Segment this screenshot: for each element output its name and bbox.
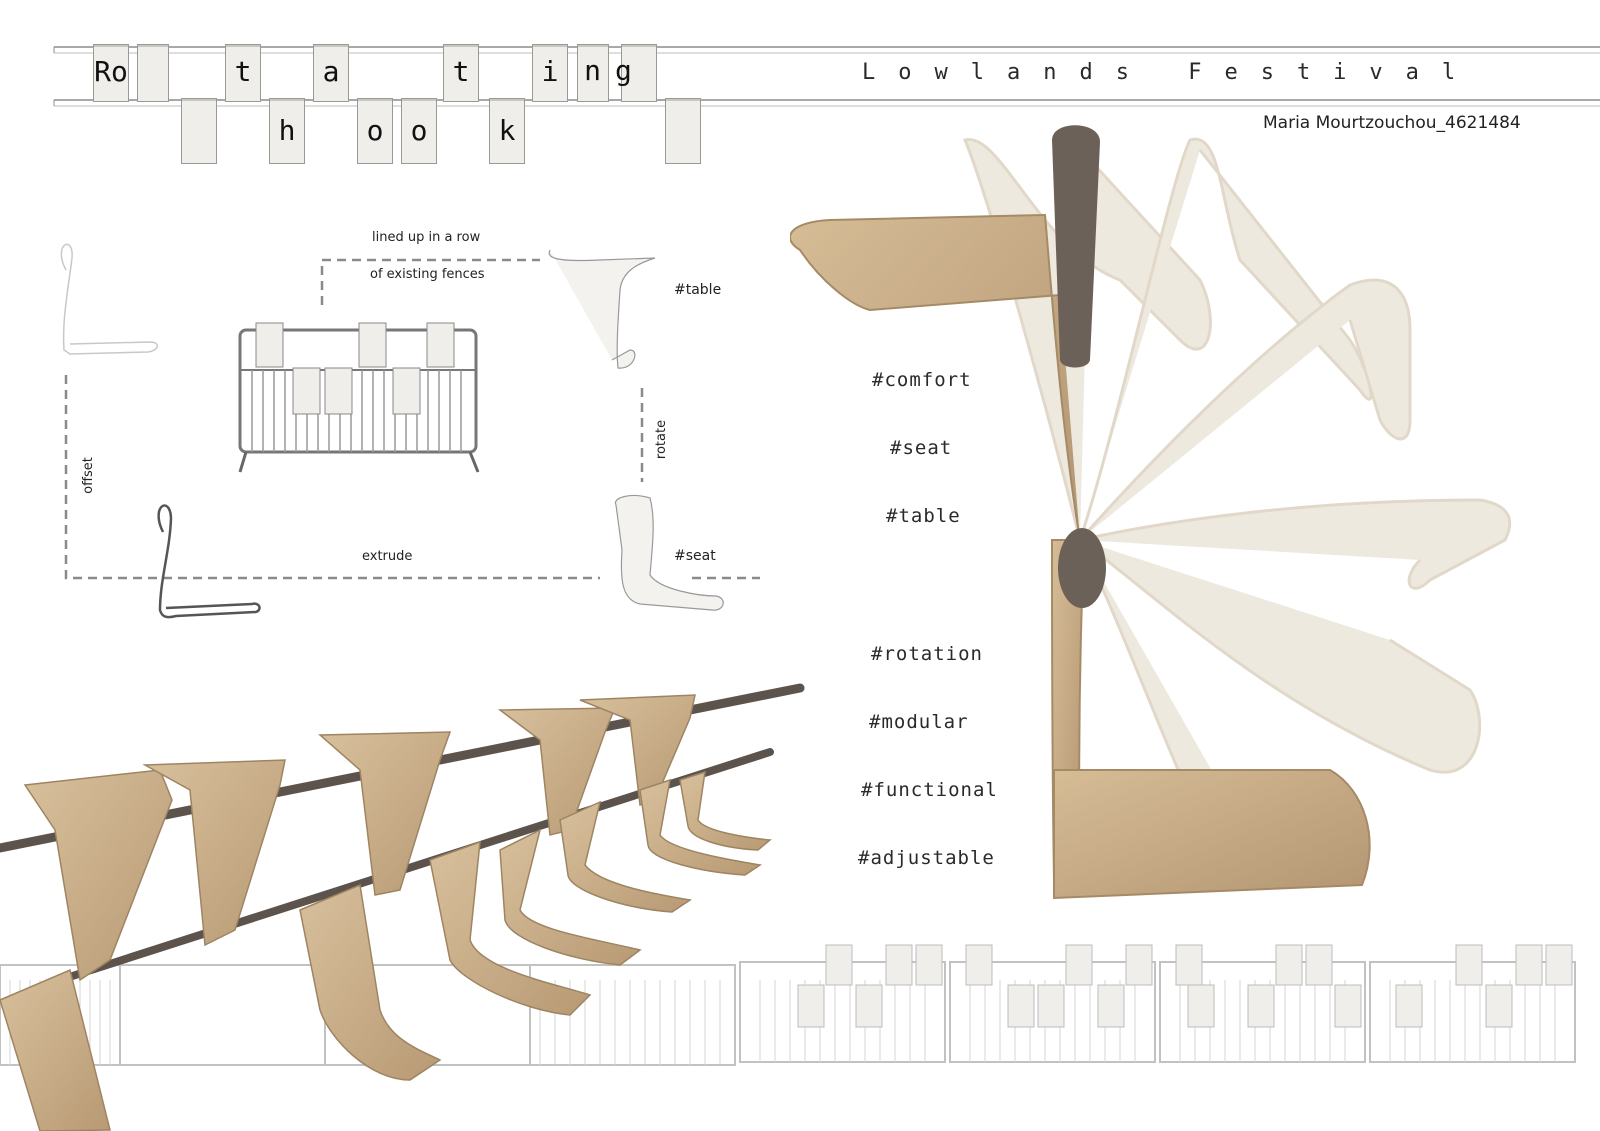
hashtag-functional: #functional [861, 779, 998, 801]
label-lined-up: lined up in a row [372, 230, 481, 245]
fence-row-render [0, 683, 1576, 1131]
author-credit: Maria Mourtzouchou_4621484 [1263, 113, 1521, 133]
title-letter: ng [584, 54, 646, 87]
title-letter: Ro [94, 55, 128, 88]
title-letter: o [366, 114, 384, 147]
label-rotate: rotate [654, 419, 670, 460]
title-tile: h [269, 98, 305, 164]
title-letter: o [410, 114, 428, 147]
title-tile: o [357, 98, 393, 164]
title-tile: i [532, 44, 568, 102]
title-tile [665, 98, 701, 164]
festival-title: Lowlands Festival [862, 60, 1479, 85]
hashtag-seat: #seat [890, 437, 953, 459]
label-offset: offset [80, 457, 96, 494]
hashtag-rotation: #rotation [871, 643, 983, 665]
title-tile [181, 98, 217, 164]
title-letter: a [322, 55, 340, 88]
label-existing-fences: of existing fences [370, 267, 485, 282]
title-rails [53, 46, 1600, 107]
title-letter: k [498, 114, 516, 147]
hashtag-modular: #modular [869, 711, 969, 733]
process-diagram [60, 243, 760, 619]
title-tile [621, 44, 657, 102]
title-tile: Ro [93, 44, 129, 102]
title-letter: t [234, 55, 252, 88]
title-letter: h [278, 114, 296, 147]
hook-profile-offset [157, 504, 261, 619]
hashtag-table: #table [886, 505, 961, 527]
title-tile: o [401, 98, 437, 164]
seat-position [1053, 769, 1371, 900]
title-tile: t [225, 44, 261, 102]
title-letter: t [452, 55, 470, 88]
label-table: #table [674, 282, 722, 298]
fence-with-hooks [238, 322, 480, 473]
title-tile [577, 44, 609, 102]
title-tile: t [443, 44, 479, 102]
hook-profile-outline [60, 243, 158, 355]
label-extrude: extrude [362, 549, 413, 564]
hashtag-comfort: #comfort [872, 369, 972, 391]
title-tile: a [313, 44, 349, 102]
table-shape [548, 249, 656, 369]
label-seat: #seat [674, 548, 716, 564]
seat-shape [614, 494, 724, 611]
rail-pole [1052, 125, 1100, 368]
title-letter: i [541, 55, 559, 88]
title-tile [137, 44, 169, 102]
rotation-render [790, 125, 1512, 900]
pivot-rail [1058, 528, 1106, 608]
table-position [790, 213, 1081, 541]
title-tile: k [489, 98, 525, 164]
hashtag-adjustable: #adjustable [858, 847, 995, 869]
